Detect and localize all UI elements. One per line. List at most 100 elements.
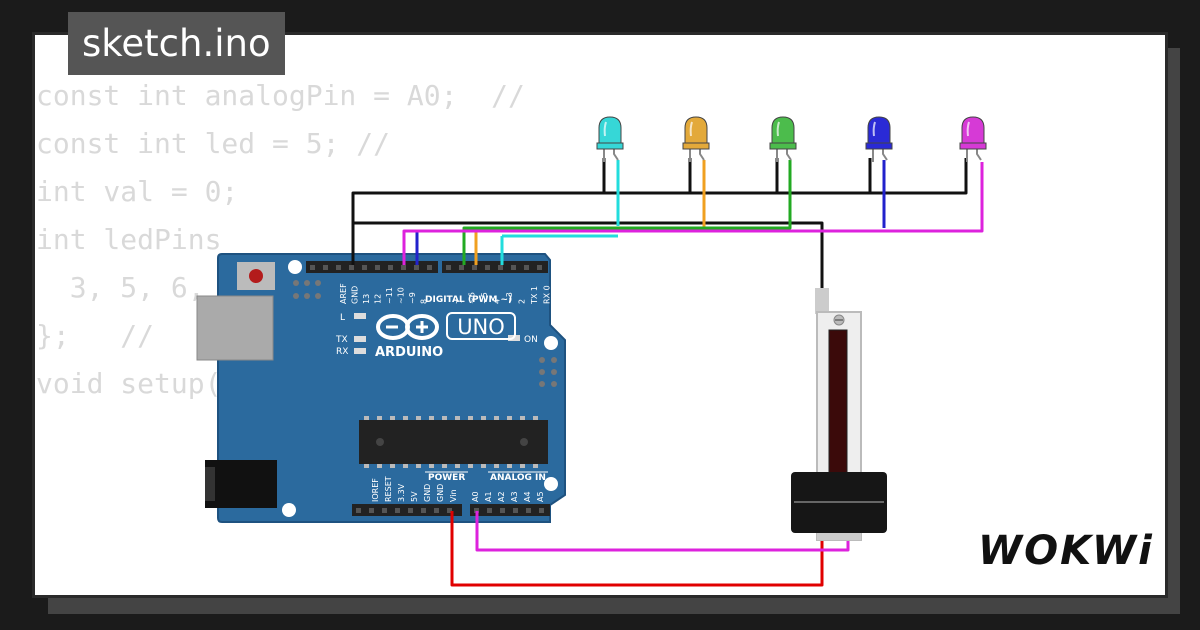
header-pin[interactable] — [388, 265, 393, 270]
led-lens — [684, 116, 708, 146]
arduino-logo — [376, 314, 439, 340]
header-pin[interactable] — [310, 265, 315, 270]
chip-pin — [364, 416, 369, 420]
usb-port — [196, 295, 274, 361]
pin-label: A0 — [471, 491, 480, 502]
led-lens — [867, 116, 891, 146]
filename-tab[interactable]: sketch.ino — [68, 12, 285, 75]
led-magenta[interactable] — [959, 116, 987, 162]
wokwi-logo: WOKWi — [978, 528, 1154, 574]
pin-label: ~3 — [505, 292, 514, 304]
header-pin[interactable] — [414, 265, 419, 270]
pin-label: ~11 — [385, 287, 394, 304]
header-pin[interactable] — [375, 265, 380, 270]
header-pin[interactable] — [382, 508, 387, 513]
header-pin[interactable] — [447, 508, 452, 513]
header-pin[interactable] — [356, 508, 361, 513]
pin-label: 3.3V — [397, 483, 406, 502]
led-cyan[interactable] — [596, 116, 624, 162]
rx-label: RX — [336, 347, 348, 357]
pin-label: A5 — [536, 491, 545, 502]
analog-header-label: ANALOG IN — [490, 473, 546, 483]
chip-pin — [390, 464, 395, 468]
header-pin[interactable] — [427, 265, 432, 270]
led-green[interactable] — [769, 116, 797, 162]
header-pin[interactable] — [500, 508, 505, 513]
header-pin[interactable] — [401, 265, 406, 270]
slide-potentiometer[interactable] — [791, 288, 887, 541]
chip-pin — [377, 416, 382, 420]
pin-label: Vin — [449, 489, 458, 502]
pin-label: ~6 — [468, 292, 477, 304]
header-pin[interactable] — [369, 508, 374, 513]
pin-label: 8 — [420, 299, 429, 304]
chip-pin — [429, 416, 434, 420]
header-pin[interactable] — [472, 265, 477, 270]
chip-pin — [481, 464, 486, 468]
chip-pin — [468, 464, 473, 468]
chip-pin — [481, 416, 486, 420]
code-line: int ledPins — [36, 223, 222, 256]
digital-header-right — [442, 261, 548, 273]
code-background: const int analogPin = A0; // const int le… — [36, 72, 525, 408]
pin-label: 12 — [374, 294, 383, 304]
chip-pin — [455, 464, 460, 468]
chip-pin — [455, 416, 460, 420]
header-pin[interactable] — [362, 265, 367, 270]
chip-pin — [429, 464, 434, 468]
pin-label: 2 — [518, 299, 527, 304]
header-pin[interactable] — [513, 508, 518, 513]
header-pin[interactable] — [498, 265, 503, 270]
header-pin[interactable] — [485, 265, 490, 270]
wire-orange — [474, 160, 706, 265]
chip-pin — [468, 416, 473, 420]
header-pin[interactable] — [537, 265, 542, 270]
pin-label: A2 — [497, 491, 506, 502]
code-line: const int led = 5; // — [36, 127, 391, 160]
chip-pin — [507, 464, 512, 468]
header-pin[interactable] — [421, 508, 426, 513]
chip-pin — [442, 416, 447, 420]
led-row — [596, 116, 987, 162]
header-pin[interactable] — [524, 265, 529, 270]
chip-pin — [442, 464, 447, 468]
header-pin[interactable] — [511, 265, 516, 270]
header-pin[interactable] — [408, 508, 413, 513]
atmega-chip — [359, 420, 548, 464]
led-blue[interactable] — [865, 116, 893, 162]
mount-hole — [544, 477, 558, 491]
pin-label: 5V — [410, 491, 419, 502]
pin-label: RESET — [384, 476, 393, 502]
header-pin[interactable] — [459, 265, 464, 270]
chip-pin — [364, 464, 369, 468]
led-orange[interactable] — [682, 116, 710, 162]
header-pin[interactable] — [474, 508, 479, 513]
pin-label: IOREF — [371, 478, 380, 502]
header-pin[interactable] — [526, 508, 531, 513]
chip-pin — [533, 416, 538, 420]
chip-pin — [520, 464, 525, 468]
wire-gnd-led5 — [604, 158, 968, 195]
header-pin[interactable] — [539, 508, 544, 513]
header-pin[interactable] — [349, 265, 354, 270]
pin-label: 7 — [455, 299, 464, 304]
header-pin[interactable] — [395, 508, 400, 513]
pin-label: 13 — [362, 294, 371, 304]
header-pin[interactable] — [336, 265, 341, 270]
chip-pin — [416, 416, 421, 420]
header-pin[interactable] — [323, 265, 328, 270]
power-header-label: POWER — [428, 473, 465, 483]
chip-pin — [403, 464, 408, 468]
on-label: ON — [524, 335, 538, 345]
pin-label: ~9 — [408, 292, 417, 304]
wire-gnd-pot — [353, 221, 824, 292]
code-line: const int analogPin = A0; // — [36, 79, 525, 112]
pin-label: 4 — [493, 299, 502, 304]
header-pin[interactable] — [487, 508, 492, 513]
header-pin[interactable] — [434, 508, 439, 513]
mount-hole — [288, 260, 302, 274]
digital-header-label: DIGITAL (PWM ~) — [425, 295, 512, 305]
header-pin[interactable] — [446, 265, 451, 270]
